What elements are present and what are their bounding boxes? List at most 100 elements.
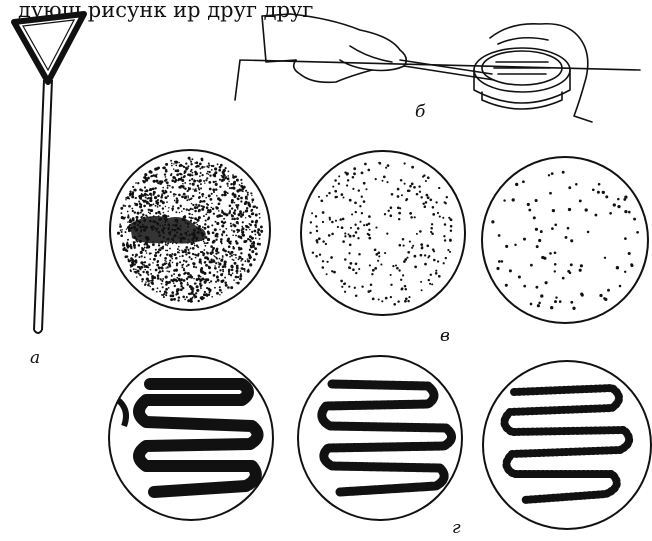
colony-dot <box>251 231 253 233</box>
colony-dot <box>559 300 562 303</box>
colony-dot <box>127 216 130 219</box>
plate-v3 <box>482 157 648 323</box>
colony-dot <box>309 232 311 234</box>
colony-dot <box>189 183 191 185</box>
colony-dot <box>208 173 209 174</box>
colony-dot <box>149 253 151 255</box>
colony-dot <box>189 293 191 295</box>
colony-dot <box>491 220 494 223</box>
colony-dot <box>397 206 400 209</box>
colony-dot <box>215 252 217 254</box>
colony-dot <box>122 248 125 251</box>
colony-dot <box>231 254 233 256</box>
colony-dot <box>248 215 250 217</box>
colony-dot <box>174 161 176 163</box>
colony-dot <box>191 301 193 303</box>
colony-dot <box>194 210 197 213</box>
colony-dot <box>162 263 165 266</box>
colony-dot <box>200 287 202 289</box>
colony-dot <box>372 298 375 301</box>
colony-dot <box>173 196 174 197</box>
colony-dot <box>183 260 185 262</box>
colony-dot <box>166 250 168 252</box>
colony-dot <box>235 254 237 256</box>
colony-dot <box>235 282 236 283</box>
colony-dot <box>432 206 435 209</box>
label-g: г <box>452 518 461 538</box>
colony-dot <box>570 301 573 304</box>
colony-dot <box>515 183 518 186</box>
colony-dot <box>151 282 154 285</box>
colony-dot <box>204 223 206 225</box>
colony-dot <box>234 262 237 265</box>
colony-dot <box>411 183 414 186</box>
colony-dot <box>247 192 249 194</box>
colony-dot <box>405 199 407 201</box>
colony-dot <box>161 283 163 285</box>
colony-dot <box>236 267 239 270</box>
colony-dot <box>196 222 197 223</box>
colony-dot <box>173 168 174 169</box>
colony-dot <box>428 255 430 257</box>
colony-dot <box>205 264 208 267</box>
colony-dot <box>149 258 151 260</box>
colony-dot <box>609 212 612 215</box>
colony-dot <box>259 217 261 219</box>
colony-dot <box>189 276 191 278</box>
colony-dot <box>331 233 334 236</box>
colony-dot <box>144 283 146 285</box>
colony-dot <box>340 280 343 283</box>
colony-dot <box>134 189 137 192</box>
colony-dot <box>221 242 223 244</box>
colony-dot <box>369 264 371 266</box>
colony-dot <box>148 283 149 284</box>
colony-dot <box>191 203 192 204</box>
colony-dot <box>375 253 378 256</box>
colony-dot <box>549 252 552 255</box>
colony-dot <box>171 258 173 260</box>
colony-dot <box>411 247 413 249</box>
colony-dot <box>189 217 191 219</box>
colony-dot <box>171 253 173 255</box>
colony-dot <box>173 163 174 164</box>
colony-dot <box>182 255 184 257</box>
colony-dot <box>201 193 204 196</box>
colony-dot <box>122 244 125 247</box>
colony-dot <box>427 176 430 179</box>
colony-dot <box>185 246 188 249</box>
colony-dot <box>154 168 157 171</box>
colony-dot <box>623 198 626 201</box>
colony-dot <box>169 260 171 262</box>
colony-dot <box>241 231 244 234</box>
colony-dot <box>216 276 219 279</box>
colony-dot <box>248 254 251 257</box>
colony-dot <box>334 179 337 182</box>
colony-dot <box>139 267 141 269</box>
colony-dot <box>159 205 161 207</box>
colony-dot <box>388 210 390 212</box>
colony-dot <box>138 273 140 275</box>
colony-dot <box>222 270 224 272</box>
colony-dot <box>170 160 172 162</box>
colony-dot <box>188 188 190 190</box>
colony-dot <box>233 181 236 184</box>
colony-dot <box>219 199 222 202</box>
colony-dot <box>175 293 177 295</box>
colony-dot <box>215 249 218 252</box>
colony-dot <box>212 208 214 210</box>
colony-dot <box>233 186 235 188</box>
colony-dot <box>181 211 183 213</box>
colony-dot <box>206 252 209 255</box>
colony-dot <box>216 292 219 295</box>
colony-dot <box>191 214 193 216</box>
colony-dot <box>213 259 215 261</box>
colony-dot <box>249 263 252 266</box>
colony-dot <box>188 249 190 251</box>
colony-dot <box>133 261 135 263</box>
colony-dot <box>633 218 636 221</box>
colony-dot <box>554 251 557 254</box>
colony-dot <box>322 266 325 269</box>
colony-dot <box>158 249 160 251</box>
colony-dot <box>121 229 123 231</box>
colony-dot <box>207 171 209 173</box>
